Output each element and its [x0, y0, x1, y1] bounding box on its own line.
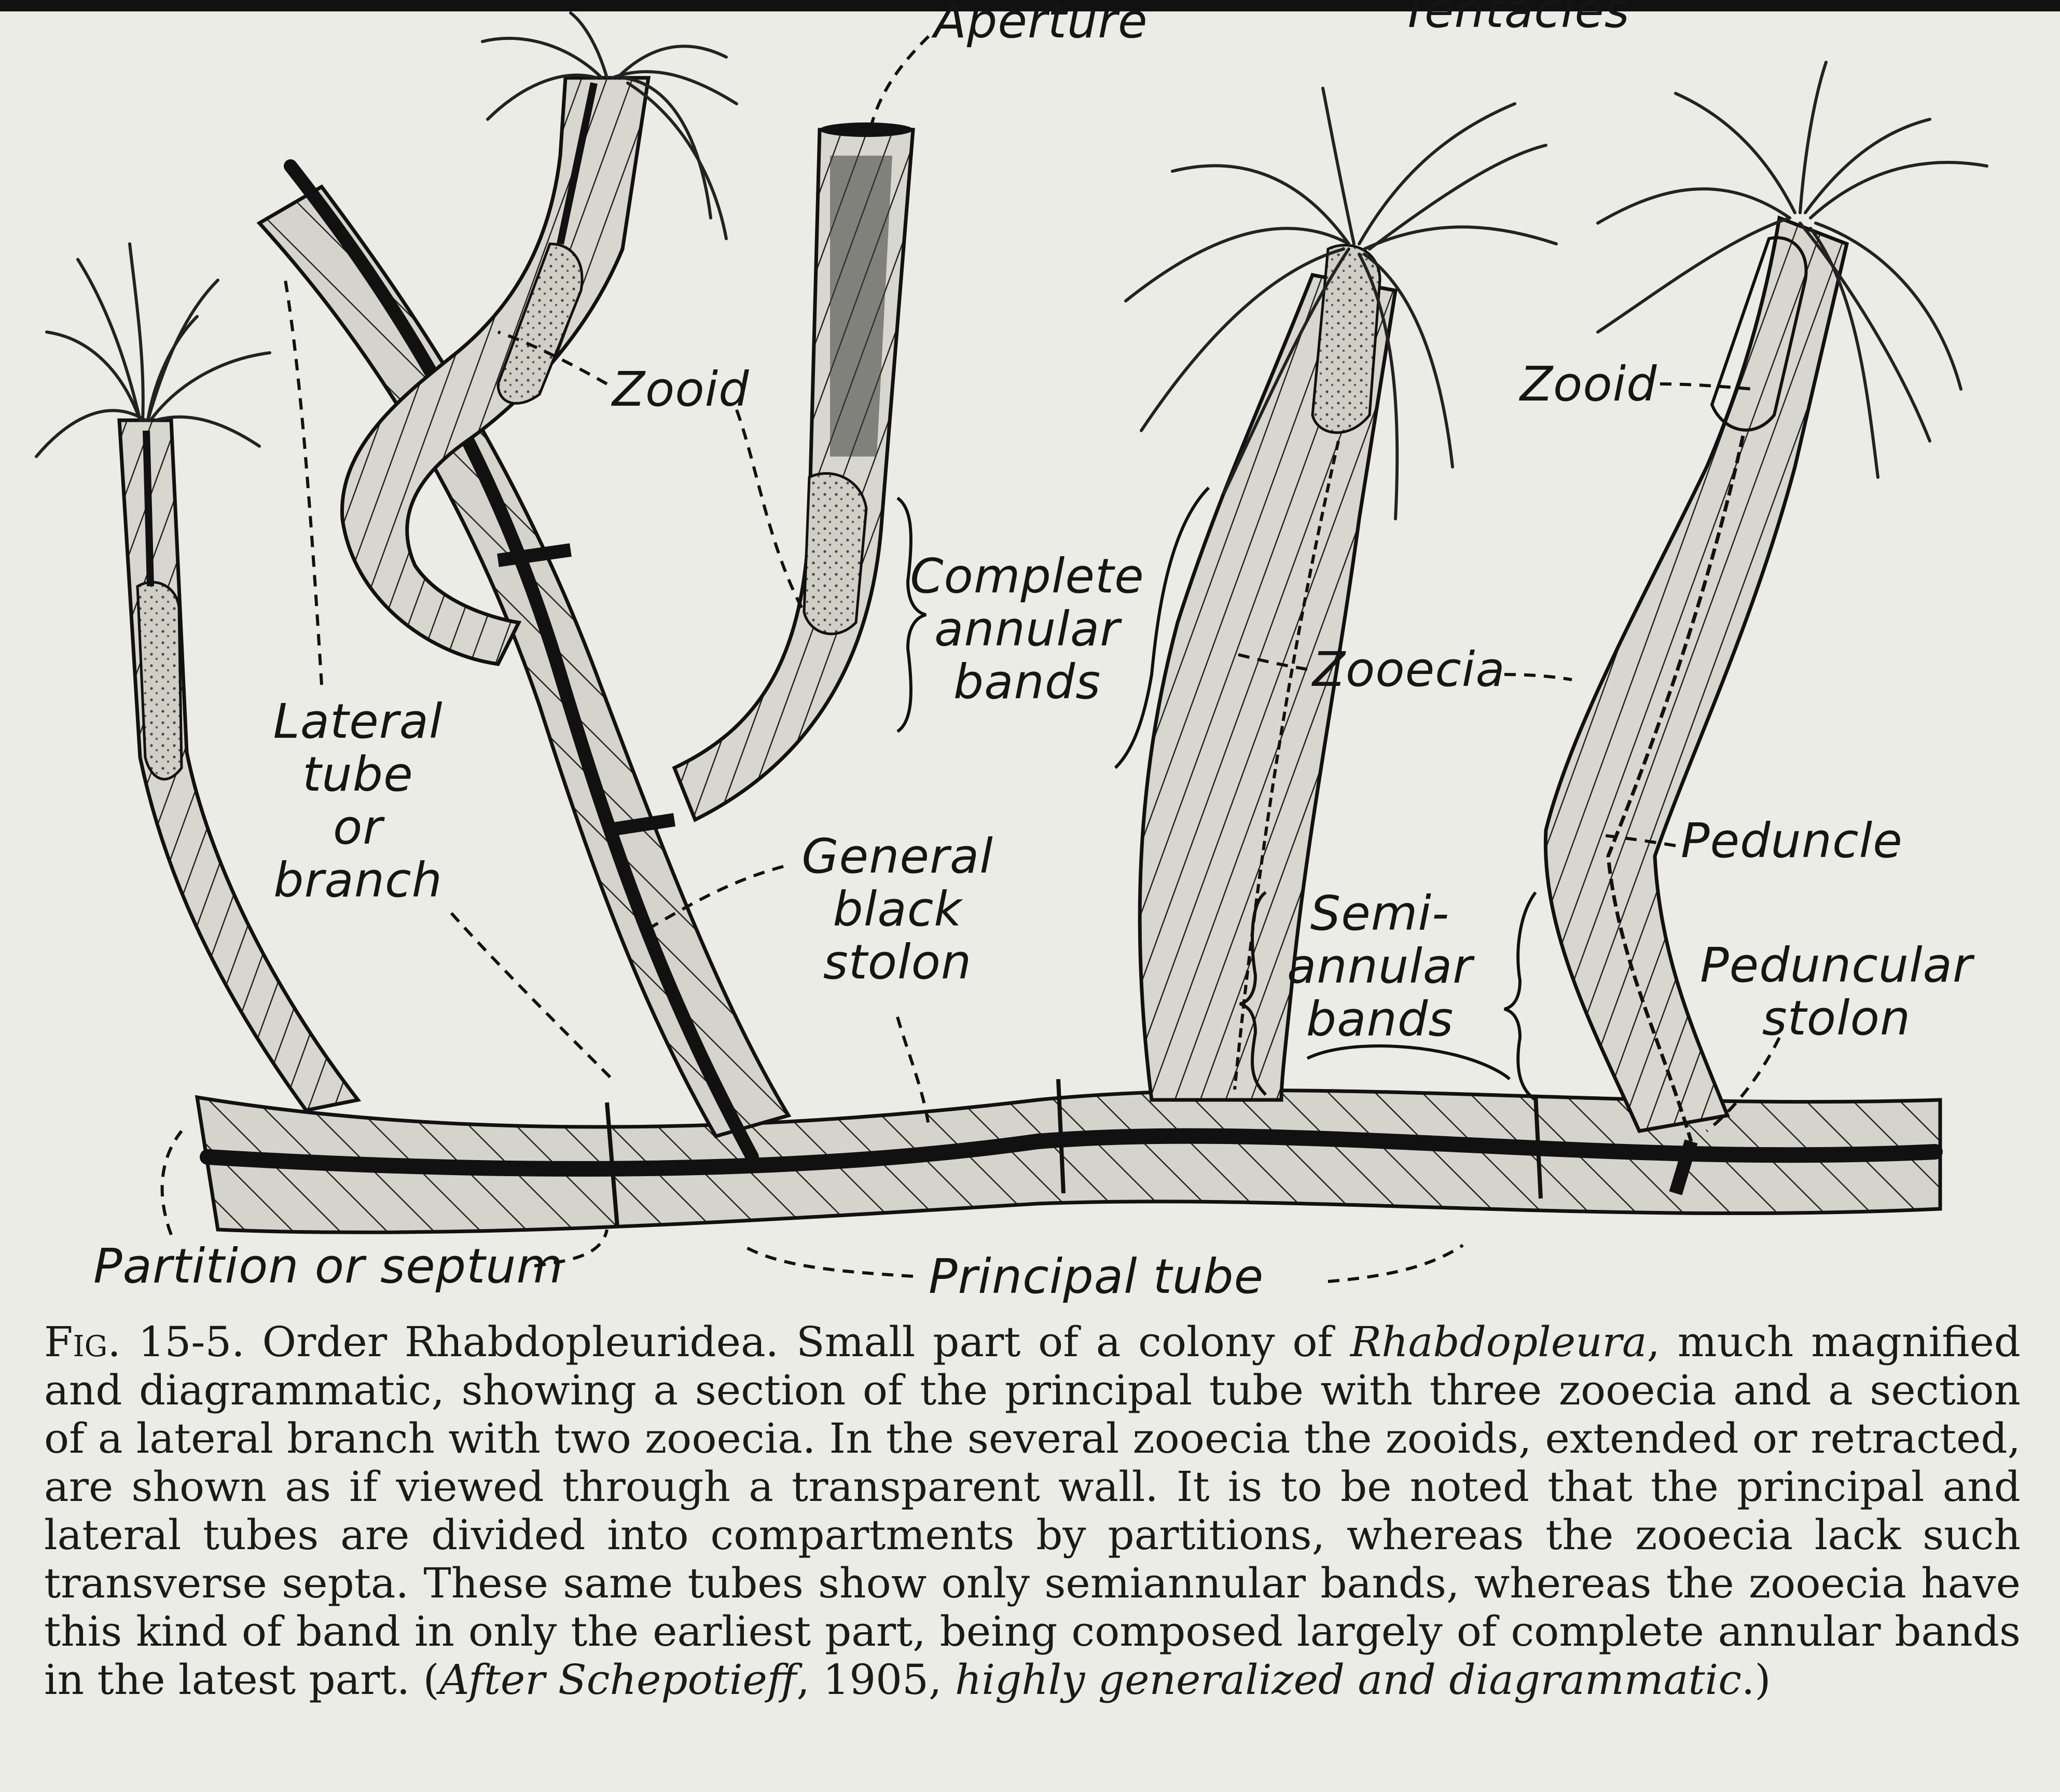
- leader-principal-right: [1328, 1244, 1464, 1283]
- leader-zooid-to-zooecium: [735, 409, 806, 613]
- zooecium-left: [35, 242, 362, 1112]
- tentacles-middle: [1124, 87, 1558, 520]
- label-semiannular-bands: Semi- annular bands: [1266, 887, 1494, 1046]
- label-principal-tube: Principal tube: [929, 1249, 1264, 1304]
- principal-tube: [195, 1079, 1943, 1234]
- label-stolon-line-2: black: [833, 881, 962, 937]
- leader-lines: [160, 35, 1781, 1283]
- leader-lateral-tube: [284, 280, 323, 685]
- brace-semi-left: [1239, 891, 1267, 1096]
- caption-fig-number: Fig. 15-5.: [44, 1318, 245, 1366]
- leader-zooecia-left: [1234, 652, 1308, 671]
- caption-text-3: , 1905,: [796, 1656, 955, 1704]
- caption-attribution-tail: highly generalized and diagrammatic: [955, 1656, 1741, 1704]
- label-peduncular-line-2: stolon: [1762, 990, 1911, 1046]
- leader-zooid-right: [1660, 382, 1754, 391]
- septum: [606, 813, 675, 837]
- tentacles-right: [1596, 61, 1988, 479]
- label-complete-annular-bands: Complete annular bands: [908, 550, 1146, 709]
- label-tentacles: Tentacles: [1401, 0, 1630, 38]
- zooecium-right: [1543, 61, 1988, 1195]
- caption-text-4: .): [1741, 1656, 1771, 1704]
- brace-marks: [896, 486, 1537, 1101]
- leader-zooid-left: [497, 330, 608, 385]
- leader-septum: [534, 1229, 609, 1267]
- peduncular-stolon: [1606, 435, 1745, 1142]
- general-black-stolon: [284, 159, 759, 1164]
- caption-text-1: Order Rhabdopleuridea. Small part of a c…: [244, 1318, 1350, 1366]
- label-complete-line-1: Complete: [910, 548, 1144, 604]
- leader-aperture: [870, 35, 930, 125]
- septum: [1056, 1079, 1066, 1194]
- label-general-black-stolon: General black stolon: [783, 830, 1012, 989]
- leader-principal-left: [741, 1244, 914, 1278]
- principal-stolon: [200, 1128, 1943, 1177]
- septum: [605, 1102, 619, 1228]
- label-peduncular-stolon: Peduncular stolon: [1691, 939, 1982, 1045]
- label-semi-line-3: bands: [1306, 991, 1454, 1047]
- label-zooid-right: Zooid: [1520, 356, 1657, 412]
- leader-partition: [160, 1130, 183, 1236]
- label-semi-line-1: Semi-: [1310, 886, 1450, 941]
- zooecium-aperture: [672, 122, 915, 822]
- caption-genus: Rhabdopleura: [1350, 1318, 1647, 1366]
- label-lateral-line-2: tube: [302, 747, 413, 802]
- figure-caption: Fig. 15-5. Order Rhabdopleuridea. Small …: [44, 1318, 2021, 1704]
- leader-general-stolon: [647, 865, 784, 930]
- leader-peduncular-stolon: [1706, 1037, 1781, 1133]
- brace-semi-bottom: [1306, 1044, 1511, 1081]
- leader-peduncle: [1602, 834, 1676, 847]
- rhabdopleura-colony-diagram: [35, 11, 1988, 1283]
- tentacles-left: [35, 242, 271, 458]
- lateral-branch: [256, 159, 792, 1164]
- caption-text-2: , much magnified and diagrammatic, showi…: [44, 1318, 2021, 1704]
- leader-branch: [450, 912, 614, 1081]
- label-lateral-line-1: Lateral: [273, 694, 443, 749]
- label-semi-line-2: annular: [1287, 939, 1473, 994]
- label-stolon-line-1: General: [801, 829, 993, 884]
- leader-general-stolon-down: [896, 1016, 930, 1126]
- aperture-rim: [820, 122, 913, 137]
- brace-zooecia-middle: [1114, 486, 1210, 769]
- label-aperture: Aperture: [934, 0, 1148, 49]
- tentacles-loop: [481, 11, 738, 240]
- label-lateral-line-3: or: [333, 799, 383, 855]
- label-zooecia: Zooecia: [1312, 642, 1505, 697]
- top-border: [0, 0, 2060, 11]
- label-complete-line-2: annular: [934, 601, 1121, 657]
- caption-attribution: After Schepotieff: [439, 1656, 797, 1704]
- leader-zooecia-right: [1504, 673, 1572, 681]
- zooecium-loop: [340, 11, 738, 666]
- label-partition-or-septum: Partition or septum: [93, 1238, 564, 1294]
- septum: [497, 543, 572, 567]
- label-lateral-tube: Lateral tube or branch: [259, 695, 457, 907]
- septum: [1533, 1094, 1543, 1199]
- zooecium-middle: [1124, 87, 1558, 1102]
- label-lateral-line-4: branch: [273, 852, 443, 908]
- brace-complete-annular: [896, 497, 927, 733]
- label-zooid-left: Zooid: [612, 362, 750, 417]
- label-complete-line-3: bands: [953, 654, 1101, 710]
- brace-semi-right: [1504, 891, 1537, 1101]
- label-peduncle: Peduncle: [1681, 813, 1903, 869]
- label-stolon-line-3: stolon: [823, 934, 972, 990]
- label-peduncular-line-1: Peduncular: [1700, 938, 1973, 993]
